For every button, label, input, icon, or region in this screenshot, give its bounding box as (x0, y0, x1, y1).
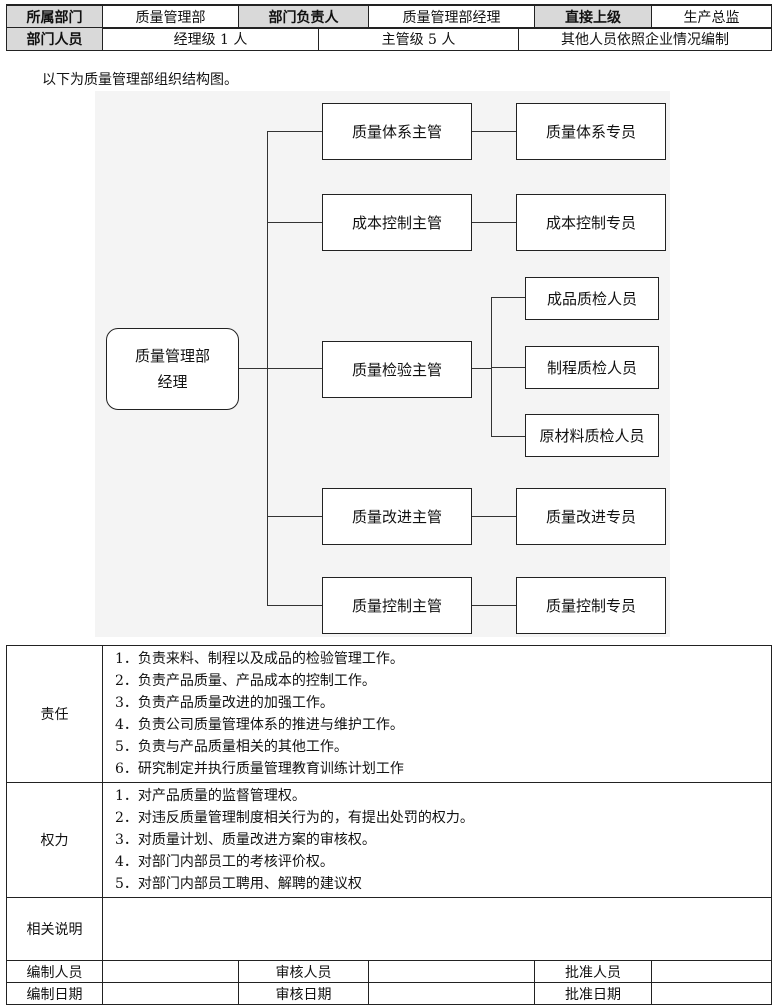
staff-manager: 经理级 1 人 (102, 27, 319, 51)
branch-connector (267, 222, 322, 223)
responsibility-item: 3．负责产品质量改进的加强工作。 (115, 695, 334, 711)
staff-supervisor: 主管级 5 人 (318, 27, 519, 51)
responsibility-item: 4．负责公司质量管理体系的推进与维护工作。 (115, 717, 404, 733)
supervisor-box: 质量改进主管 (322, 488, 472, 545)
head-label: 部门负责人 (238, 4, 369, 29)
dept-label: 所属部门 (6, 4, 103, 29)
inspector-connector (491, 297, 525, 298)
superior-label: 直接上级 (534, 4, 652, 29)
approved-date-label: 批准日期 (534, 982, 652, 1005)
specialist-box: 质量体系专员 (516, 103, 666, 160)
root-connector (239, 368, 267, 369)
branch-connector (267, 131, 322, 132)
staff-other: 其他人员依照企业情况编制 (518, 27, 772, 51)
supervisor-box: 质量体系主管 (322, 103, 472, 160)
authority-item: 3．对质量计划、质量改进方案的审核权。 (115, 832, 376, 848)
inspector-connector (491, 367, 525, 368)
specialist-connector (472, 222, 516, 223)
signoff-row-dates: 编制日期 审核日期 批准日期 (6, 982, 773, 1005)
header-row-1: 所属部门 质量管理部 部门负责人 质量管理部经理 直接上级 生产总监 (6, 4, 772, 29)
specialist-box: 质量改进专员 (516, 488, 666, 545)
responsibility-item: 2．负责产品质量、产品成本的控制工作。 (115, 673, 376, 689)
reviewed-by-value (368, 960, 535, 983)
specialist-connector (472, 605, 516, 606)
authority-item: 1．对产品质量的监督管理权。 (115, 788, 306, 804)
responsibility-list: 1．负责来料、制程以及成品的检验管理工作。 2．负责产品质量、产品成本的控制工作… (101, 645, 773, 783)
branch-connector (267, 368, 322, 369)
supervisor-box: 成本控制主管 (322, 194, 472, 251)
prepared-by-value (102, 960, 239, 983)
responsibility-item: 6．研究制定并执行质量管理教育训练计划工作 (115, 761, 404, 777)
inspector-connector (491, 436, 525, 437)
authority-label: 权力 (6, 782, 103, 898)
manager-box: 质量管理部 经理 (106, 328, 239, 410)
branch-connector (267, 605, 322, 606)
responsibility-row: 责任 1．负责来料、制程以及成品的检验管理工作。 2．负责产品质量、产品成本的控… (6, 645, 773, 783)
notes-label: 相关说明 (6, 897, 103, 961)
header-row-2: 部门人员 经理级 1 人 主管级 5 人 其他人员依照企业情况编制 (6, 27, 772, 51)
prepared-date-label: 编制日期 (6, 982, 103, 1005)
prepared-by-label: 编制人员 (6, 960, 103, 983)
specialist-connector (472, 131, 516, 132)
notes-row: 相关说明 (6, 897, 773, 961)
inspection-trunk (491, 297, 492, 436)
specialist-box: 成本控制专员 (516, 194, 666, 251)
responsibility-item: 5．负责与产品质量相关的其他工作。 (115, 739, 348, 755)
notes-value (101, 897, 773, 961)
reviewed-date-value (368, 982, 535, 1005)
responsibility-item: 1．负责来料、制程以及成品的检验管理工作。 (115, 651, 404, 667)
approved-date-value (650, 982, 773, 1005)
duty-table: 责任 1．负责来料、制程以及成品的检验管理工作。 2．负责产品质量、产品成本的控… (6, 645, 773, 1005)
authority-item: 4．对部门内部员工的考核评价权。 (115, 854, 334, 870)
org-chart: 质量管理部 经理 质量体系主管 成本控制主管 质量检验主管 质量改进主管 质量控… (95, 91, 670, 637)
supervisor-box: 质量检验主管 (322, 341, 472, 398)
responsibility-label: 责任 (6, 645, 103, 783)
approved-by-label: 批准人员 (534, 960, 652, 983)
prepared-date-value (102, 982, 239, 1005)
specialist-box: 质量控制专员 (516, 577, 666, 634)
branch-connector (267, 516, 322, 517)
authority-list: 1．对产品质量的监督管理权。 2．对违反质量管理制度相关行为的，有提出处罚的权力… (101, 782, 773, 898)
dept-value: 质量管理部 (102, 4, 239, 29)
authority-row: 权力 1．对产品质量的监督管理权。 2．对违反质量管理制度相关行为的，有提出处罚… (6, 782, 773, 898)
inspector-box: 原材料质检人员 (525, 414, 659, 457)
supervisor-box: 质量控制主管 (322, 577, 472, 634)
intro-text: 以下为质量管理部组织结构图。 (42, 72, 238, 88)
reviewed-by-label: 审核人员 (238, 960, 369, 983)
staff-label: 部门人员 (6, 27, 103, 51)
head-value: 质量管理部经理 (368, 4, 535, 29)
authority-item: 5．对部门内部员工聘用、解聘的建议权 (115, 876, 362, 892)
authority-item: 2．对违反质量管理制度相关行为的，有提出处罚的权力。 (115, 810, 474, 826)
inspection-connector (472, 368, 491, 369)
approved-by-value (650, 960, 773, 983)
reviewed-date-label: 审核日期 (238, 982, 369, 1005)
signoff-row-people: 编制人员 审核人员 批准人员 (6, 960, 773, 983)
superior-value: 生产总监 (651, 4, 772, 29)
inspector-box: 成品质检人员 (525, 277, 659, 320)
inspector-box: 制程质检人员 (525, 346, 659, 389)
specialist-connector (472, 516, 516, 517)
